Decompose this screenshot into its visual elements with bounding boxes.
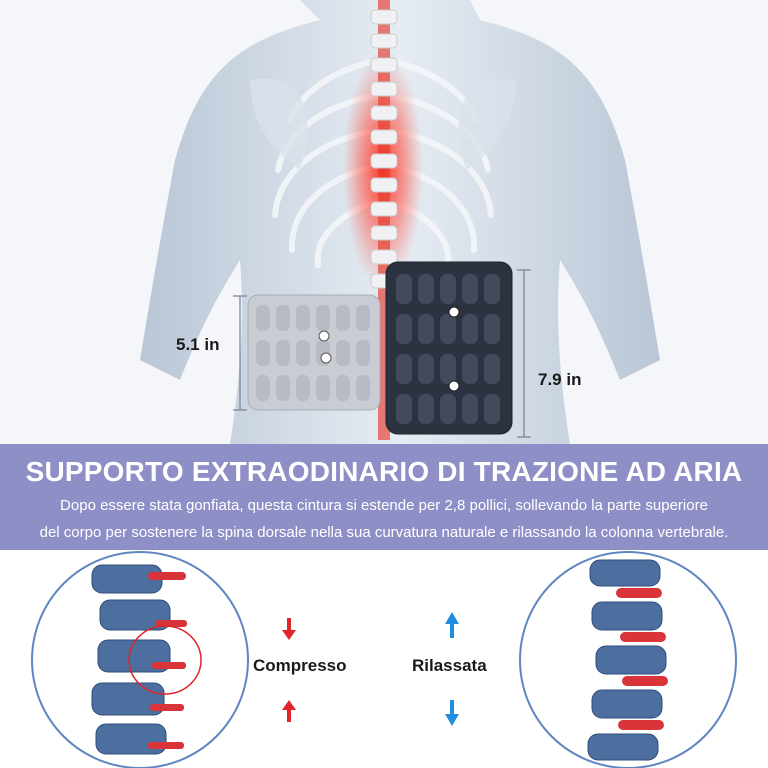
spine-comparison <box>0 550 768 768</box>
relaxed-arrow-down-icon <box>445 700 459 726</box>
relaxed-arrow-up-icon <box>445 612 459 638</box>
compressed-arrow-down-icon <box>282 618 296 640</box>
shoulder-blades <box>250 78 516 170</box>
belt-deflated <box>247 294 381 411</box>
measure-label-inflated: 7.9 in <box>538 370 582 389</box>
relaxed-label: Rilassata <box>412 656 487 675</box>
headline-title: SUPPORTO EXTRAODINARIO DI TRAZIONE AD AR… <box>25 456 743 487</box>
measure-guide-left <box>233 295 247 411</box>
compressed-label: Compresso <box>253 656 347 675</box>
measure-guide-right <box>517 269 531 438</box>
compressed-spine-illustration <box>31 551 249 768</box>
compressed-arrow-up-icon <box>282 700 296 722</box>
headline-banner <box>0 444 768 550</box>
spine <box>343 0 423 440</box>
headline-description-line-1: Dopo essere stata gonfiata, questa cintu… <box>60 497 708 514</box>
belt-inflated <box>385 261 513 435</box>
relaxed-spine-illustration <box>519 551 737 768</box>
torso-belt-illustration <box>140 0 660 445</box>
measure-label-deflated: 5.1 in <box>176 335 220 354</box>
headline-description-line-2: del corpo per sostenere la spina dorsale… <box>39 524 729 541</box>
